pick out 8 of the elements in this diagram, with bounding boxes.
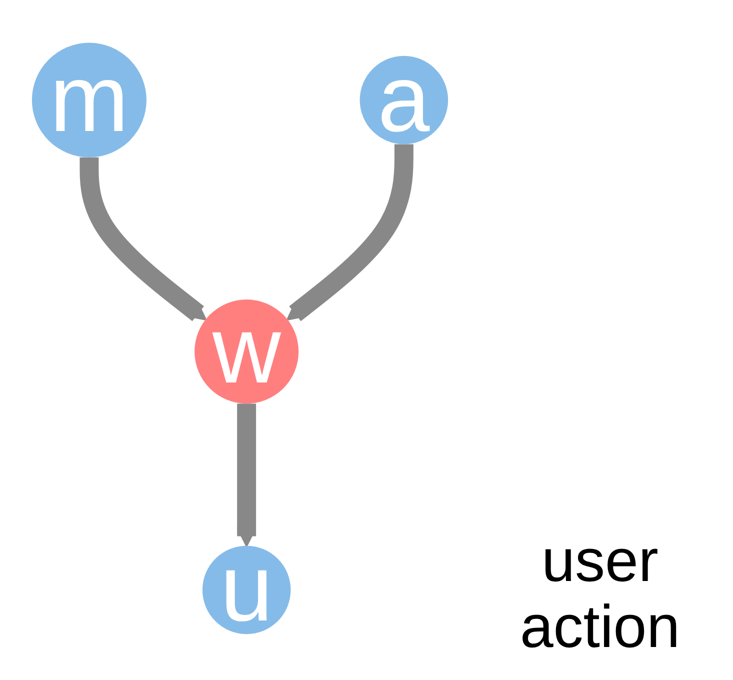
node-circle: u [202,546,291,634]
arrow [236,404,257,547]
arrow [286,144,414,322]
node-caption: user action [518,528,682,660]
arrow [80,157,207,322]
node-circle: w [194,300,299,404]
node-circle: m [32,42,146,158]
node-circle: a [360,56,448,144]
